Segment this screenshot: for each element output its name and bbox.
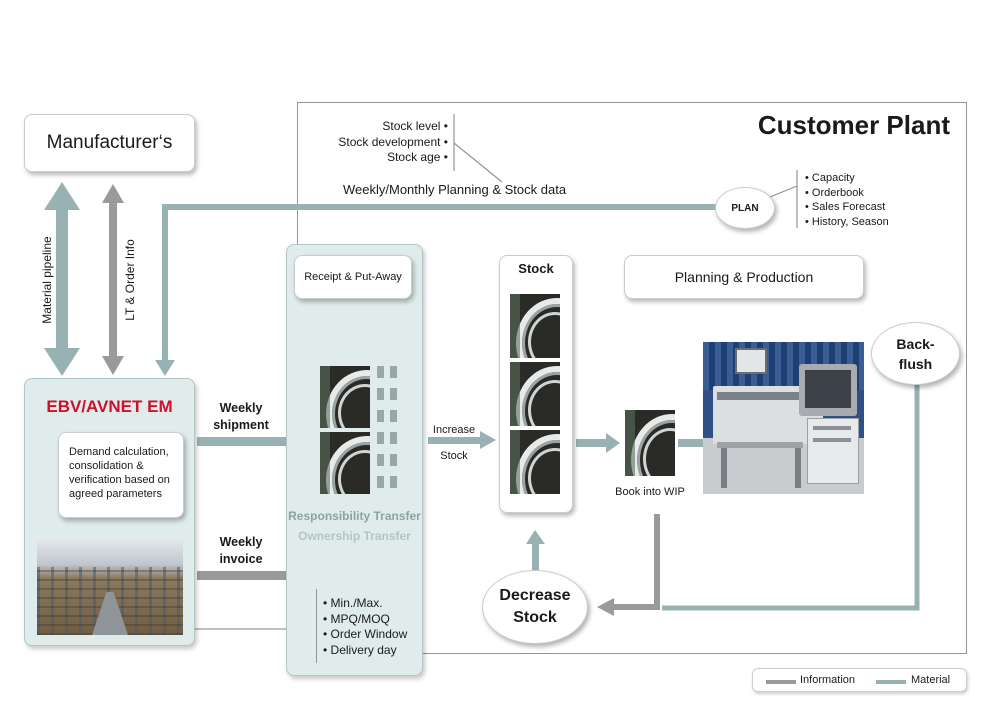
planning-production-label: Planning & Production xyxy=(674,269,814,285)
plan-label: PLAN xyxy=(731,202,759,214)
empty-slot-marker xyxy=(377,366,384,378)
empty-slot-marker xyxy=(390,388,397,400)
reel-image xyxy=(320,432,370,494)
weekly-shipment-label: Weekly shipment xyxy=(213,401,269,432)
reel-image xyxy=(320,366,370,428)
plan-input-item: Orderbook xyxy=(805,186,889,201)
stock-data-item: Stock level xyxy=(302,119,448,135)
empty-slot-marker xyxy=(377,388,384,400)
book-into-wip-label: Book into WIP xyxy=(615,486,685,498)
increase-stock-arrow xyxy=(428,431,496,449)
legend: Information Material xyxy=(752,668,967,692)
manufacturer-box: Manufacturer‘s xyxy=(24,114,195,172)
production-machine-photo xyxy=(703,342,864,494)
increase-stock-label: Stock xyxy=(440,450,468,462)
decrease-to-stock-arrow xyxy=(526,530,545,570)
decrease-stock-node: Decrease Stock xyxy=(482,570,588,644)
empty-slot-marker xyxy=(377,476,384,488)
parameters-bracket xyxy=(316,589,317,663)
plan-bracket xyxy=(769,170,798,228)
receipt-putaway-label: Receipt & Put-Away xyxy=(304,271,402,283)
demand-calculation-text: Demand calculation, consolidation & veri… xyxy=(69,446,170,500)
empty-slot-marker xyxy=(390,366,397,378)
planning-data-arrow xyxy=(155,204,717,376)
empty-slot-marker xyxy=(377,410,384,422)
legend-information-swatch xyxy=(766,680,796,684)
plan-inputs-list: Capacity Orderbook Sales Forecast Histor… xyxy=(805,171,889,229)
plan-node: PLAN xyxy=(715,187,775,229)
ownership-transfer-label: Ownership Transfer xyxy=(298,529,411,543)
plan-input-item: Capacity xyxy=(805,171,889,186)
empty-slot-marker xyxy=(390,432,397,444)
manufacturer-label: Manufacturer‘s xyxy=(46,132,173,153)
ebv-avnet-title: EBV/AVNET EM xyxy=(46,397,173,416)
stock-data-list: Stock level Stock development Stock age xyxy=(302,119,448,166)
transfer-parameter-item: Min./Max. xyxy=(323,596,407,612)
plan-input-item: Sales Forecast xyxy=(805,200,889,215)
weekly-invoice-label: Weekly invoice xyxy=(219,535,263,566)
empty-slot-marker xyxy=(390,410,397,422)
increase-label: Increase xyxy=(432,424,476,436)
legend-material-swatch xyxy=(876,680,906,684)
plan-input-item: History, Season xyxy=(805,215,889,230)
demand-calculation-box: Demand calculation, consolidation & veri… xyxy=(58,432,184,518)
stock-data-bracket xyxy=(453,114,503,183)
empty-slot-marker xyxy=(377,432,384,444)
reel-image xyxy=(510,430,560,494)
decrease-stock-label: Decrease Stock xyxy=(499,587,571,626)
empty-slot-marker xyxy=(390,454,397,466)
stock-data-item: Stock development xyxy=(302,135,448,151)
material-pipeline-arrow xyxy=(44,182,80,376)
lt-order-info-arrow xyxy=(102,184,124,375)
legend-material-label: Material xyxy=(911,674,951,686)
stock-to-wip-arrow xyxy=(576,433,620,453)
backflush-node: Back-flush xyxy=(871,322,960,385)
customer-plant-title: Customer Plant xyxy=(757,110,950,140)
empty-slot-marker xyxy=(390,476,397,488)
legend-information-label: Information xyxy=(800,674,856,686)
warehouse-photo xyxy=(37,537,183,635)
material-pipeline-label: Material pipeline xyxy=(40,236,54,324)
planning-stock-data-caption: Weekly/Monthly Planning & Stock data xyxy=(343,182,567,197)
reel-image xyxy=(510,294,560,358)
wip-reel-image xyxy=(625,410,675,476)
responsibility-transfer-label: Responsibility Transfer xyxy=(288,509,421,523)
backflush-label: Back-flush xyxy=(896,335,935,372)
transfer-parameters-list: Min./Max. MPQ/MOQ Order Window Delivery … xyxy=(323,596,408,659)
receipt-putaway-box: Receipt & Put-Away xyxy=(294,255,412,299)
transfer-parameter-item: Order Window xyxy=(323,627,408,643)
stock-data-item: Stock age xyxy=(302,150,448,166)
planning-production-box: Planning & Production xyxy=(624,255,864,299)
reel-image xyxy=(510,362,560,426)
stock-label: Stock xyxy=(518,261,554,276)
transfer-parameter-item: Delivery day xyxy=(323,643,407,659)
backflush-line xyxy=(662,385,920,611)
wip-consumption-arrow xyxy=(597,514,660,616)
empty-slot-marker xyxy=(377,454,384,466)
transfer-parameter-item: MPQ/MOQ xyxy=(323,612,407,628)
lt-order-info-label: LT & Order Info xyxy=(123,239,137,321)
